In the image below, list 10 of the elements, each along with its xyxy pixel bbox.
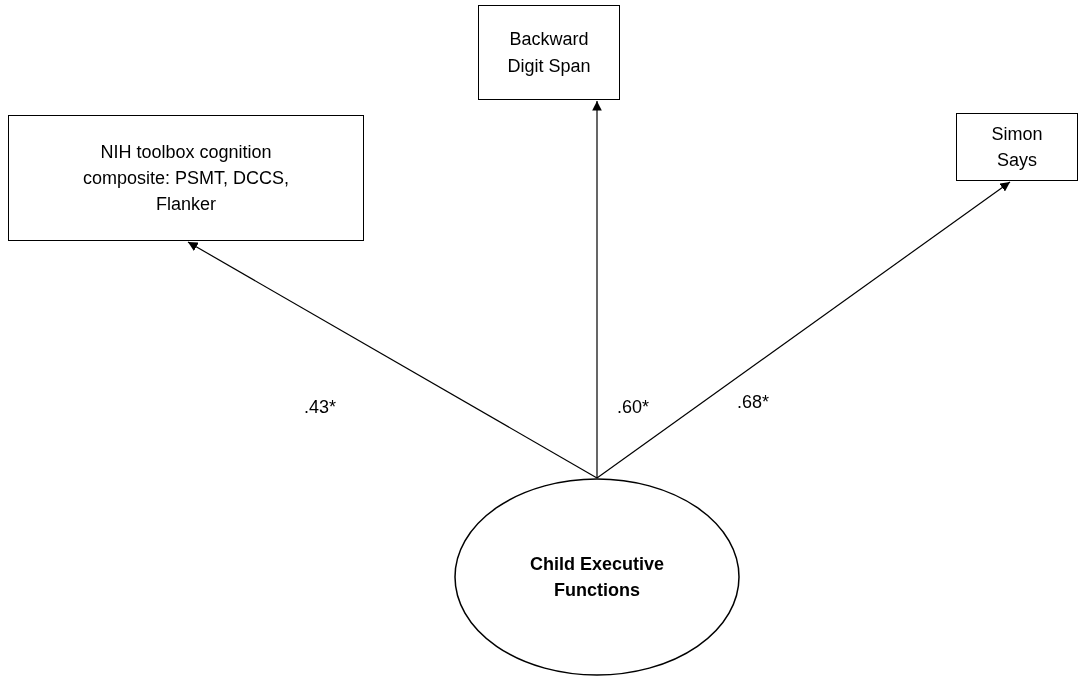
indicator-box: [478, 5, 620, 100]
indicator-label: NIH toolbox cognition composite: PSMT, DCCS, Flanker: [81, 140, 291, 217]
factor-label: Child Executive Functions: [528, 552, 665, 602]
indicator-label: Simon Says: [990, 122, 1044, 172]
indicator-box: [956, 113, 1078, 181]
arrow: [596, 181, 1011, 479]
arrow: [187, 241, 598, 479]
arrow: [592, 100, 602, 479]
indicator-box: [8, 115, 364, 241]
indicator-label: Backward Digit Span: [506, 28, 592, 78]
